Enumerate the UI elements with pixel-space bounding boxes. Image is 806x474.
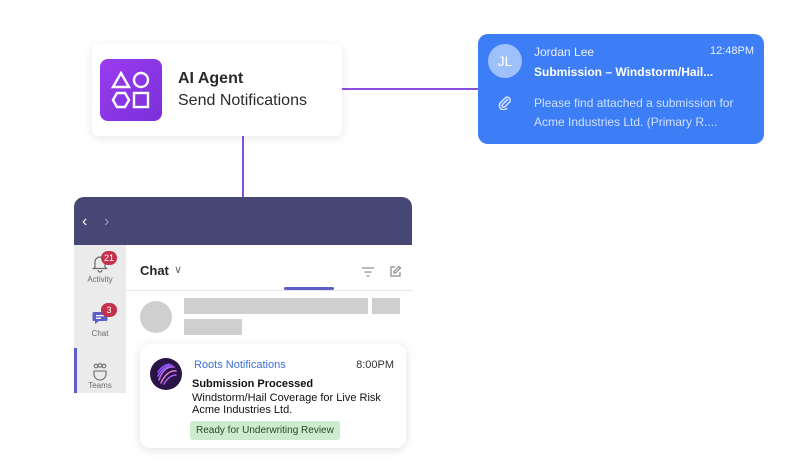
chevron-right-icon[interactable]: › — [104, 213, 110, 230]
teams-icon — [93, 363, 107, 381]
email-preview-line: Acme Industries Ltd. (Primary R.... — [534, 115, 718, 129]
chevron-down-icon[interactable]: ∨ — [174, 264, 183, 276]
rail-item-chat[interactable]: 3 Chat — [74, 303, 126, 338]
chat-tab-indicator — [284, 287, 334, 290]
rail-item-activity[interactable]: 21 Activity — [74, 251, 126, 284]
chat-header[interactable]: Chat — [140, 263, 169, 278]
notification-line: Acme Industries Ltd. — [192, 404, 293, 416]
paperclip-icon — [498, 96, 512, 111]
agent-subtitle: Send Notifications — [178, 92, 307, 109]
chat-badge: 3 — [101, 303, 117, 317]
agent-card[interactable]: AI Agent Send Notifications — [92, 44, 342, 136]
chevron-left-icon[interactable]: ‹ — [82, 213, 88, 230]
rail-item-teams[interactable]: Teams — [74, 361, 126, 390]
notification-sender: Roots Notifications — [194, 359, 286, 371]
avatar — [140, 301, 172, 333]
placeholder-bar — [372, 298, 400, 314]
placeholder-bar — [184, 319, 242, 335]
rail-label-activity: Activity — [87, 275, 113, 284]
notification-title: Submission Processed — [192, 378, 314, 390]
connector-agent-teams — [242, 134, 244, 198]
app-rail: 21 Activity 3 Chat T — [74, 245, 126, 393]
activity-badge: 21 — [101, 251, 118, 265]
shapes-icon — [100, 59, 162, 121]
roots-logo-icon — [150, 358, 182, 390]
filter-icon[interactable] — [361, 266, 375, 278]
agent-title: AI Agent — [178, 70, 244, 87]
teams-title-bar: ‹ › — [74, 197, 412, 245]
rail-label-chat: Chat — [91, 329, 109, 338]
status-badge: Ready for Underwriting Review — [190, 421, 340, 440]
rail-active-indicator — [74, 348, 77, 393]
notification-line: Windstorm/Hail Coverage for Live Risk — [192, 392, 381, 404]
placeholder-bar — [184, 298, 368, 314]
email-sender: Jordan Lee — [534, 45, 595, 59]
email-notification[interactable]: JL Jordan Lee 12:48PM Submission – Winds… — [478, 34, 764, 144]
email-preview-line: Please find attached a submission for — [534, 96, 734, 110]
notification-time: 8:00PM — [356, 359, 394, 371]
avatar: JL — [488, 44, 522, 78]
email-preview: Please find attached a submission for Ac… — [534, 94, 754, 132]
connector-agent-email — [342, 88, 480, 90]
compose-icon[interactable] — [389, 265, 402, 278]
teams-notification-card[interactable]: Roots Notifications 8:00PM Submission Pr… — [140, 344, 406, 448]
email-time: 12:48PM — [709, 45, 754, 57]
email-subject: Submission – Windstorm/Hail... — [534, 65, 714, 79]
chat-divider — [126, 290, 412, 291]
rail-label-teams: Teams — [88, 381, 112, 390]
